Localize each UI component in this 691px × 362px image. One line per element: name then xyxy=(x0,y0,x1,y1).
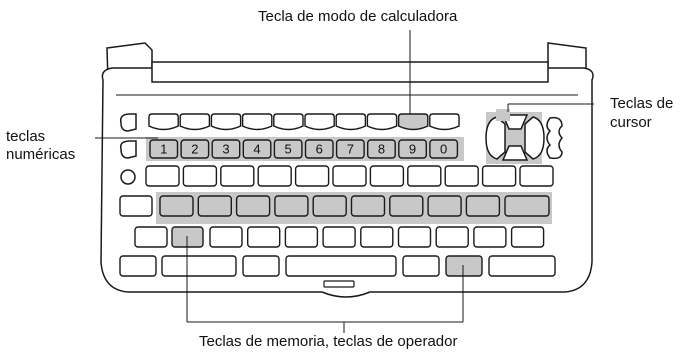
number-key-0[interactable] xyxy=(429,139,459,159)
letter-key[interactable] xyxy=(473,226,507,248)
number-key-label: 2 xyxy=(191,142,198,157)
tab-key[interactable] xyxy=(119,195,153,217)
letter-key[interactable] xyxy=(444,165,479,187)
number-key-label: 7 xyxy=(347,142,354,157)
operator-key[interactable] xyxy=(312,195,347,217)
function-key-row xyxy=(148,113,460,131)
side-scroll-key[interactable] xyxy=(546,116,563,160)
number-key-label: 8 xyxy=(378,142,385,157)
number-key-label: 4 xyxy=(253,142,260,157)
left-button-middle xyxy=(119,140,137,159)
cursor-down-key[interactable] xyxy=(501,145,529,161)
operator-key[interactable] xyxy=(427,195,462,217)
calc-mode-key-label: Tecla de modo de calculadora xyxy=(258,8,458,25)
letter-key[interactable] xyxy=(257,165,292,187)
enter-key[interactable] xyxy=(488,255,556,277)
letter-key[interactable] xyxy=(519,165,554,187)
letter-key[interactable] xyxy=(182,165,218,187)
top-rim xyxy=(151,61,549,83)
wide-key[interactable] xyxy=(161,255,237,277)
letter-key[interactable] xyxy=(402,255,440,277)
bottom-latch xyxy=(323,280,355,288)
number-key-2[interactable] xyxy=(180,139,210,159)
function-key[interactable] xyxy=(366,113,398,131)
cursor-highlight-small xyxy=(496,109,510,121)
key-row-4 xyxy=(119,195,550,217)
numeric-keys-label-line2: numéricas xyxy=(6,146,76,163)
number-key-7[interactable] xyxy=(335,139,365,159)
number-key-label: 9 xyxy=(409,142,416,157)
cursor-key-cluster xyxy=(485,109,563,164)
number-key-6[interactable] xyxy=(304,139,334,159)
function-key[interactable] xyxy=(241,113,273,131)
letter-key[interactable] xyxy=(246,226,281,248)
number-key-8[interactable] xyxy=(367,139,396,159)
number-key-4[interactable] xyxy=(242,139,272,159)
calculator-mode-key[interactable] xyxy=(397,113,429,131)
letter-key[interactable] xyxy=(332,165,367,187)
operator-key[interactable] xyxy=(389,195,424,217)
cursor-keys-label-line1: Teclas de xyxy=(610,95,674,112)
number-key-5[interactable] xyxy=(273,139,303,159)
letter-key[interactable] xyxy=(397,226,432,248)
left-buttons xyxy=(119,113,137,185)
key-row-5 xyxy=(134,226,545,248)
letter-key[interactable] xyxy=(369,165,405,187)
number-key-row: 1 2 3 4 5 6 7 8 9 0 xyxy=(149,139,459,159)
key-row-6 xyxy=(119,255,556,277)
letter-key[interactable] xyxy=(407,165,442,187)
letter-key[interactable] xyxy=(322,226,356,248)
cursor-right-key[interactable] xyxy=(524,116,545,160)
function-key[interactable] xyxy=(179,113,211,131)
equals-key[interactable] xyxy=(445,255,483,277)
letter-key[interactable] xyxy=(510,226,545,248)
left-button-bottom xyxy=(120,169,136,185)
function-key[interactable] xyxy=(210,113,242,131)
function-key[interactable] xyxy=(335,113,367,131)
operator-key[interactable] xyxy=(274,195,309,217)
space-key[interactable] xyxy=(285,255,397,277)
letter-key[interactable] xyxy=(435,226,469,248)
cursor-keys-label-line2: cursor xyxy=(610,114,652,131)
memory-operator-keys-label: Teclas de memoria, teclas de operador xyxy=(199,333,458,350)
shift-key[interactable] xyxy=(119,255,157,277)
letter-key[interactable] xyxy=(145,165,180,187)
number-key-label: 1 xyxy=(160,142,167,157)
operator-key[interactable] xyxy=(350,195,386,217)
operator-key-wide[interactable] xyxy=(504,195,550,217)
letter-key[interactable] xyxy=(481,165,517,187)
number-key-3[interactable] xyxy=(211,139,241,159)
left-button-top xyxy=(119,113,137,132)
leader-lines xyxy=(95,30,594,333)
number-key-label: 3 xyxy=(222,142,229,157)
letter-key[interactable] xyxy=(209,226,243,248)
function-key[interactable] xyxy=(273,113,304,131)
cursor-left-key[interactable] xyxy=(485,116,506,160)
letter-key[interactable] xyxy=(242,255,280,277)
operator-key[interactable] xyxy=(235,195,271,217)
letter-key[interactable] xyxy=(134,226,168,248)
letter-key[interactable] xyxy=(284,226,319,248)
number-key-9[interactable] xyxy=(398,139,427,159)
function-key[interactable] xyxy=(148,113,179,131)
number-key-label: 5 xyxy=(285,142,292,157)
function-key[interactable] xyxy=(429,113,460,131)
operator-key[interactable] xyxy=(197,195,233,217)
number-key-label: 0 xyxy=(440,142,447,157)
function-key[interactable] xyxy=(304,113,335,131)
letter-key[interactable] xyxy=(360,226,394,248)
number-key-label: 6 xyxy=(316,142,323,157)
key-row-3 xyxy=(145,165,554,187)
letter-key[interactable] xyxy=(294,165,330,187)
operator-key[interactable] xyxy=(159,195,194,217)
number-key-1[interactable] xyxy=(149,139,179,159)
letter-key[interactable] xyxy=(220,165,255,187)
numeric-keys-label-line1: teclas xyxy=(6,128,46,145)
operator-key[interactable] xyxy=(465,195,501,217)
